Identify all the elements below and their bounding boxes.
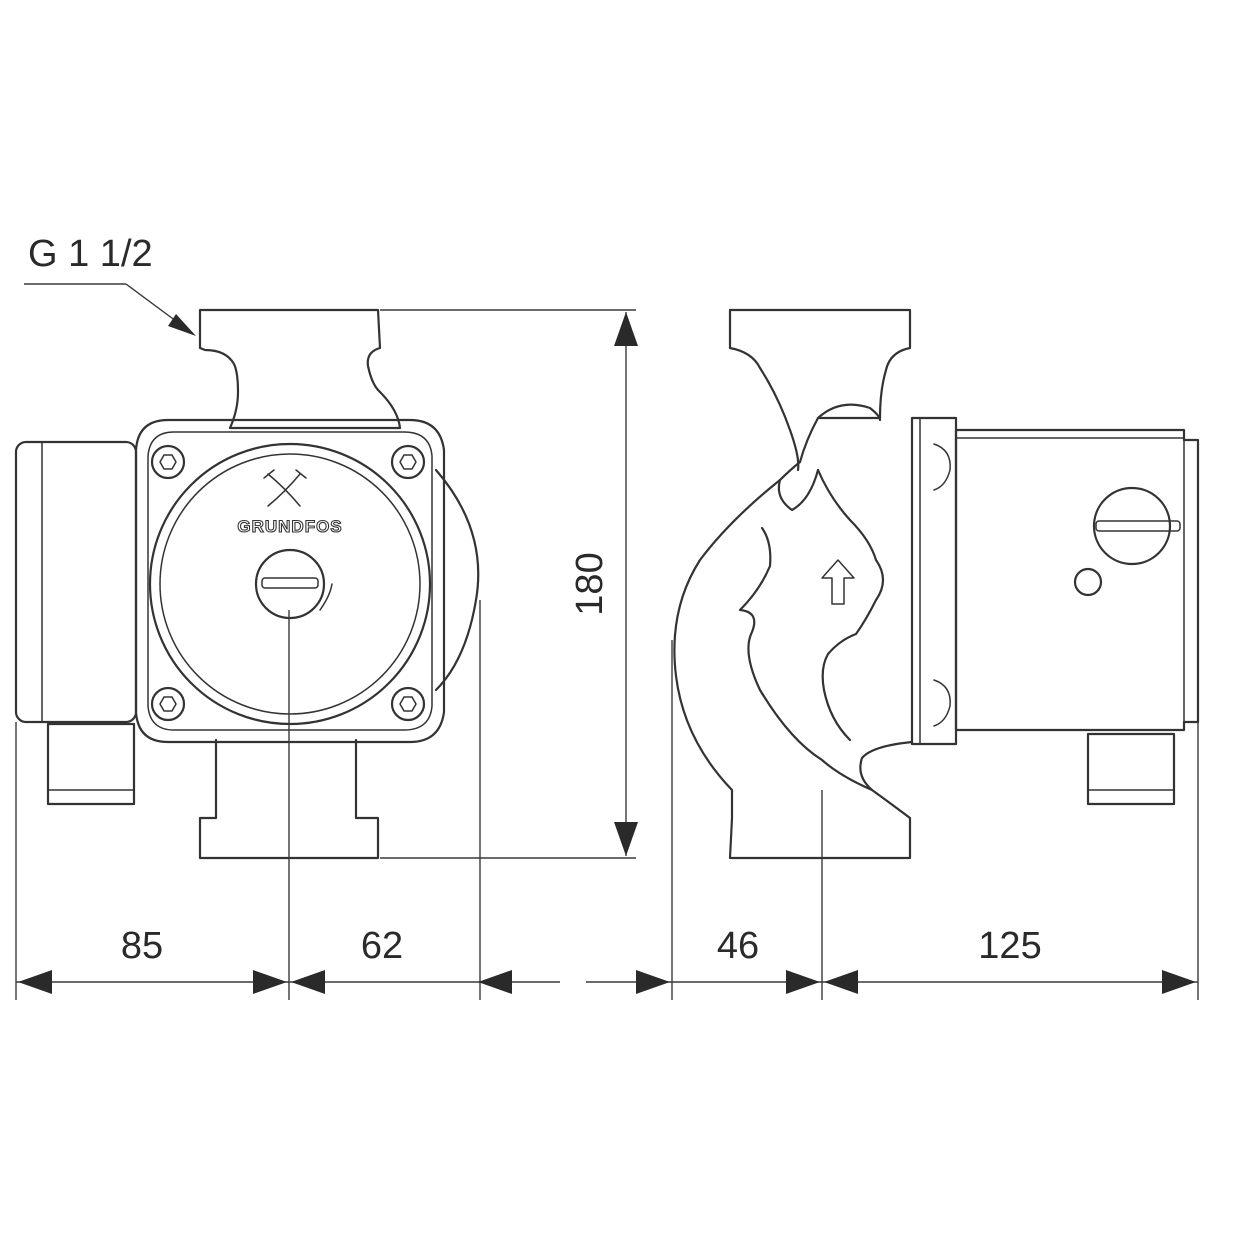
front-motor-face bbox=[148, 442, 432, 726]
dimension-85-label: 85 bbox=[121, 925, 163, 967]
flow-direction-arrow-icon bbox=[821, 559, 855, 605]
grundfos-logo-icon bbox=[263, 469, 307, 507]
dimension-lines bbox=[15, 283, 1199, 1000]
side-volute-outline bbox=[673, 478, 914, 860]
thread-leader-arrow bbox=[168, 314, 196, 336]
brand-text: GRUNDFOS bbox=[237, 517, 342, 536]
front-volute-bulge bbox=[434, 468, 480, 692]
front-body-plate bbox=[134, 418, 446, 744]
front-vent-screw bbox=[254, 548, 326, 620]
front-housing-outline bbox=[198, 308, 402, 430]
front-cable-gland bbox=[46, 722, 136, 806]
dimension-46-label: 46 bbox=[717, 925, 759, 967]
front-terminal-box bbox=[14, 440, 138, 724]
side-cable-gland bbox=[1086, 732, 1176, 806]
dimension-62-label: 62 bbox=[361, 925, 403, 967]
dimension-125-label: 125 bbox=[978, 925, 1041, 967]
thread-size-label: G 1 1/2 bbox=[28, 233, 153, 275]
height-arrow-bottom bbox=[614, 822, 638, 856]
front-view: GRUNDFOS bbox=[14, 308, 480, 860]
side-indicator-light bbox=[1073, 567, 1103, 597]
front-bolts bbox=[150, 444, 426, 722]
side-view bbox=[673, 308, 1200, 860]
side-motor-body bbox=[954, 428, 1200, 732]
dimension-height-label: 180 bbox=[569, 552, 611, 615]
height-arrow-top bbox=[614, 312, 638, 346]
side-housing-upper bbox=[728, 308, 912, 512]
front-body-plate-inner bbox=[147, 431, 433, 731]
side-speed-knob bbox=[1092, 486, 1172, 566]
